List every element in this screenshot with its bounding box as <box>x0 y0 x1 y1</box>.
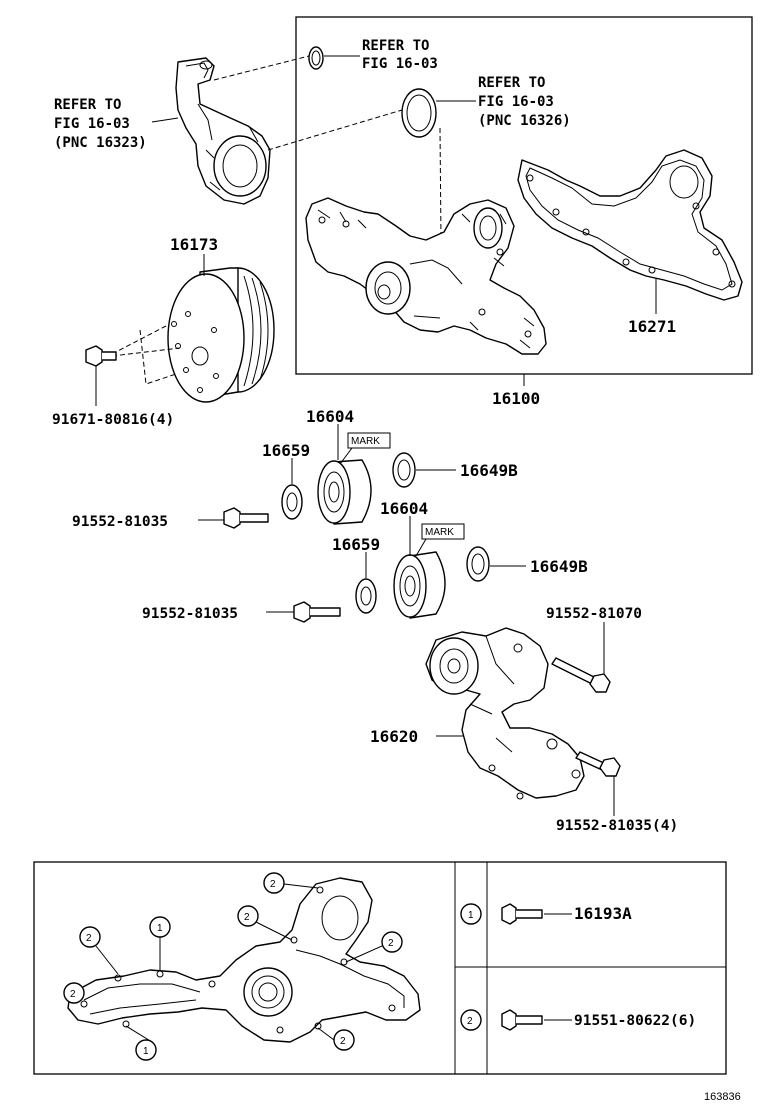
inset-callout-2c: 2 <box>237 905 293 941</box>
part-number-91552-81035-middle: 91552-81035 <box>142 606 238 622</box>
svg-text:2: 2 <box>70 989 76 1000</box>
part-number-16271: 16271 <box>628 317 676 336</box>
inset-callout-2f: 2 <box>317 1027 355 1051</box>
part-number-91552-81035-upper: 91552-81035 <box>72 514 168 530</box>
legend-part-16193a: 16193A <box>574 904 632 923</box>
mark-label-1: MARK <box>351 436 380 447</box>
part-number-16659-upper: 16659 <box>262 441 310 460</box>
part-number-91671-80816: 91671-80816(4) <box>52 412 174 428</box>
idler-pulley-2-drawing <box>393 551 446 619</box>
inset-callout-2e: 2 <box>63 982 85 1004</box>
tensioner-bolt-long-drawing <box>551 657 611 693</box>
idler-bolt-2-drawing <box>293 601 341 623</box>
water-pump-body-drawing <box>305 197 547 355</box>
part-number-16659-lower: 16659 <box>332 535 380 554</box>
plate-washer-1-drawing <box>281 484 303 520</box>
refer-to-label-1: REFER TO <box>362 38 429 54</box>
svg-text:1: 1 <box>157 923 163 934</box>
legend-row-2: 2 91551-80622(6) <box>460 1009 696 1031</box>
part-number-91552-81070: 91552-81070 <box>546 606 642 622</box>
svg-text:2: 2 <box>244 912 250 923</box>
pulley-bolt-drawing <box>85 345 117 367</box>
o-ring-small-drawing <box>308 46 324 70</box>
part-number-16604-upper: 16604 <box>306 407 354 426</box>
tensioner-bolt-short-drawing <box>575 751 621 777</box>
inset-callout-1a: 1 <box>149 916 171 970</box>
refer-to-fig-3: FIG 16-03 <box>54 116 130 132</box>
inset-callout-2d: 2 <box>345 931 403 963</box>
svg-text:2: 2 <box>86 933 92 944</box>
part-number-16173: 16173 <box>170 235 218 254</box>
part-number-91552-81035-4: 91552-81035(4) <box>556 818 678 834</box>
svg-text:2: 2 <box>388 938 394 949</box>
svg-text:1: 1 <box>468 910 474 921</box>
part-number-16649b-lower: 16649B <box>530 557 588 576</box>
water-pump-gasket-drawing <box>517 149 743 301</box>
inset-pump-outline-drawing <box>67 877 421 1043</box>
part-number-16604-lower: 16604 <box>380 499 428 518</box>
water-inlet-housing-drawing <box>175 57 271 205</box>
plate-washer-2-drawing <box>355 578 377 614</box>
idler-pulley-1-drawing <box>317 459 372 525</box>
refer-to-fig-1: FIG 16-03 <box>362 56 438 72</box>
refer-to-pnc-2: (PNC 16326) <box>478 113 571 129</box>
figure-id: 163836 <box>704 1091 741 1103</box>
refer-to-pnc-3: (PNC 16323) <box>54 135 147 151</box>
svg-text:2: 2 <box>467 1016 473 1027</box>
svg-text:1: 1 <box>143 1046 149 1057</box>
water-pump-pulley-drawing <box>167 267 275 403</box>
part-number-16100: 16100 <box>492 389 540 408</box>
refer-to-label-2: REFER TO <box>478 75 545 91</box>
belt-tensioner-drawing <box>425 627 585 800</box>
part-number-16620: 16620 <box>370 727 418 746</box>
legend-part-91551-80622: 91551-80622(6) <box>574 1013 696 1029</box>
inset-callout-2a: 2 <box>79 926 119 975</box>
mark-label-2: MARK <box>425 527 454 538</box>
bolt-location-inset-frame <box>33 861 727 1075</box>
legend-row-1: 1 16193A <box>460 903 632 925</box>
spacer-washer-2-drawing <box>466 546 490 582</box>
svg-text:2: 2 <box>270 879 276 890</box>
inset-callout-2b: 2 <box>263 872 319 894</box>
part-number-16649b-upper: 16649B <box>460 461 518 480</box>
svg-text:2: 2 <box>340 1036 346 1047</box>
spacer-washer-1-drawing <box>392 452 416 488</box>
refer-to-label-3: REFER TO <box>54 97 121 113</box>
refer-to-fig-2: FIG 16-03 <box>478 94 554 110</box>
idler-bolt-1-drawing <box>223 507 269 529</box>
o-ring-large-drawing <box>401 88 437 138</box>
inset-callout-1b: 1 <box>125 1025 157 1061</box>
